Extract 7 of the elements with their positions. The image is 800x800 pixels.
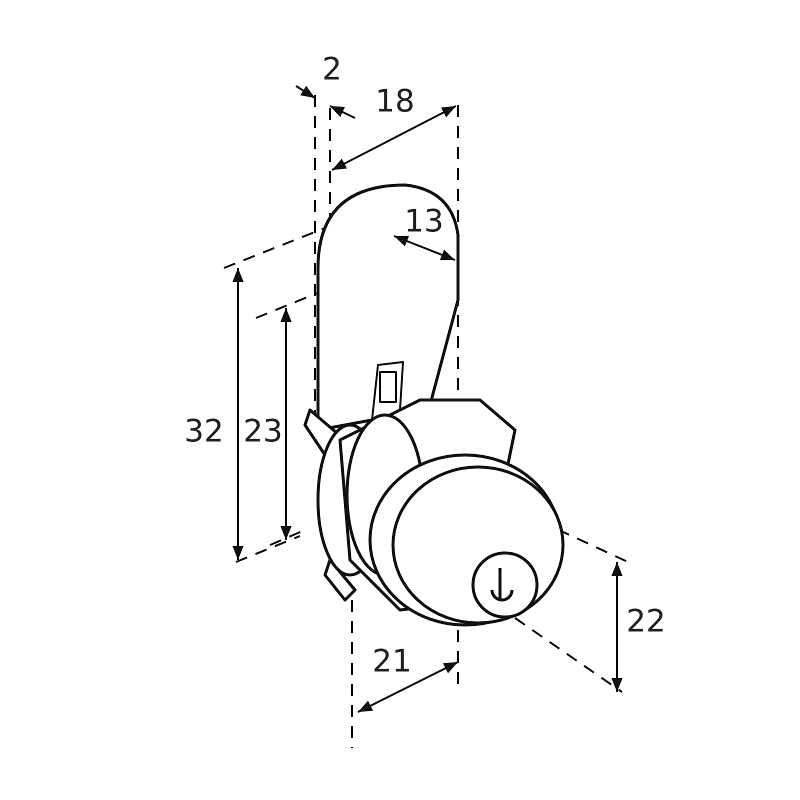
- dimension-label: 2: [322, 54, 342, 86]
- dimension-label: 32: [184, 416, 224, 448]
- dimension-label: 21: [372, 646, 412, 678]
- dimension-label: 22: [626, 606, 666, 638]
- dimension-label: 18: [375, 86, 415, 118]
- dimension-label: 13: [404, 206, 444, 238]
- dimension-label: 23: [243, 416, 283, 448]
